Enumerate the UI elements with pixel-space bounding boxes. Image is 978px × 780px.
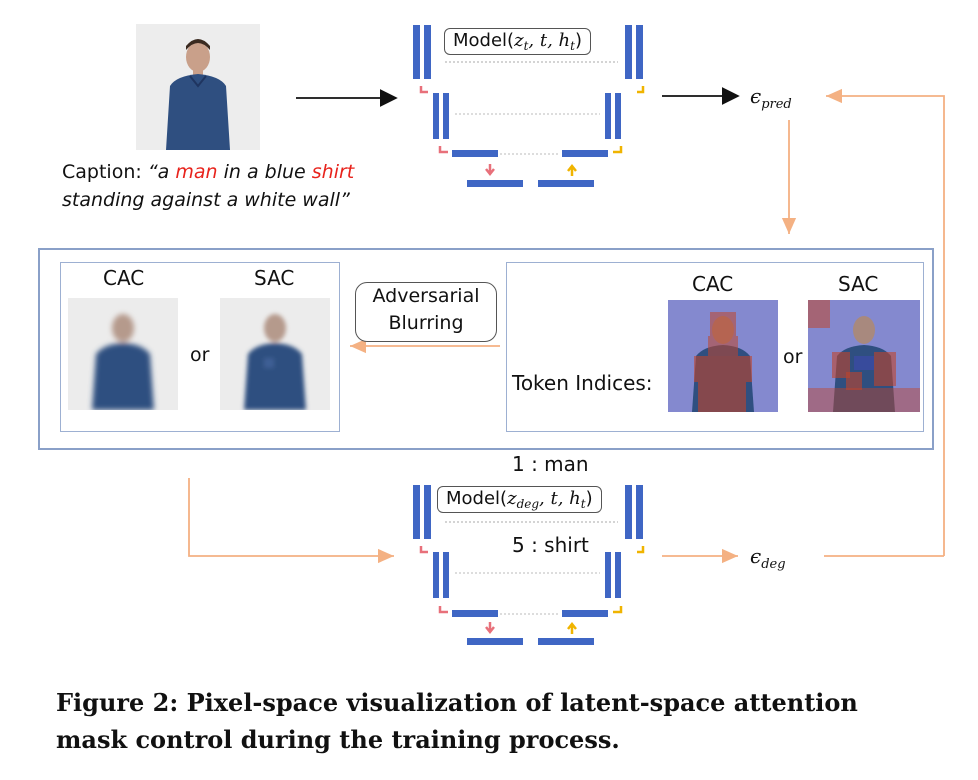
eps-deg-label: ϵdeg [750, 544, 786, 572]
adversarial-blurring-box: Adversarial Blurring [355, 282, 497, 342]
left-cac-label: CAC [103, 266, 145, 290]
eps-pred-label: ϵpred [750, 84, 792, 112]
sac-mask-image [808, 300, 920, 412]
man-photo-illustration [136, 24, 260, 150]
arrow-right-loop [826, 88, 945, 556]
blurred-cac-image [68, 298, 178, 410]
left-or-label: or [190, 344, 210, 366]
attention-mask-section [38, 248, 934, 450]
right-sac-label: SAC [838, 272, 879, 296]
right-or-label: or [783, 346, 803, 368]
unet-bottom [413, 485, 645, 645]
token-indices: Token Indices: 1 : man 5 : shirt [512, 371, 653, 557]
unet-top [413, 25, 645, 187]
figure-caption: Figure 2: Pixel-space visualization of l… [56, 688, 858, 754]
image-caption: Caption: “a man in a blue shirt standing… [62, 161, 355, 211]
caption-line2: standing against a white wall” [62, 189, 350, 211]
left-sac-label: SAC [254, 266, 295, 290]
model-label-top: Model(zt, t, ht) [444, 28, 591, 55]
cac-mask-image [668, 300, 778, 412]
arrow-blur-to-model [188, 478, 394, 564]
highlight-man: man [175, 161, 218, 183]
right-cac-label: CAC [692, 272, 734, 296]
blurred-sac-image [220, 298, 330, 410]
input-photo [136, 24, 260, 150]
model-label-bottom: Model(zdeg, t, ht) [437, 486, 602, 513]
highlight-shirt: shirt [311, 161, 355, 183]
